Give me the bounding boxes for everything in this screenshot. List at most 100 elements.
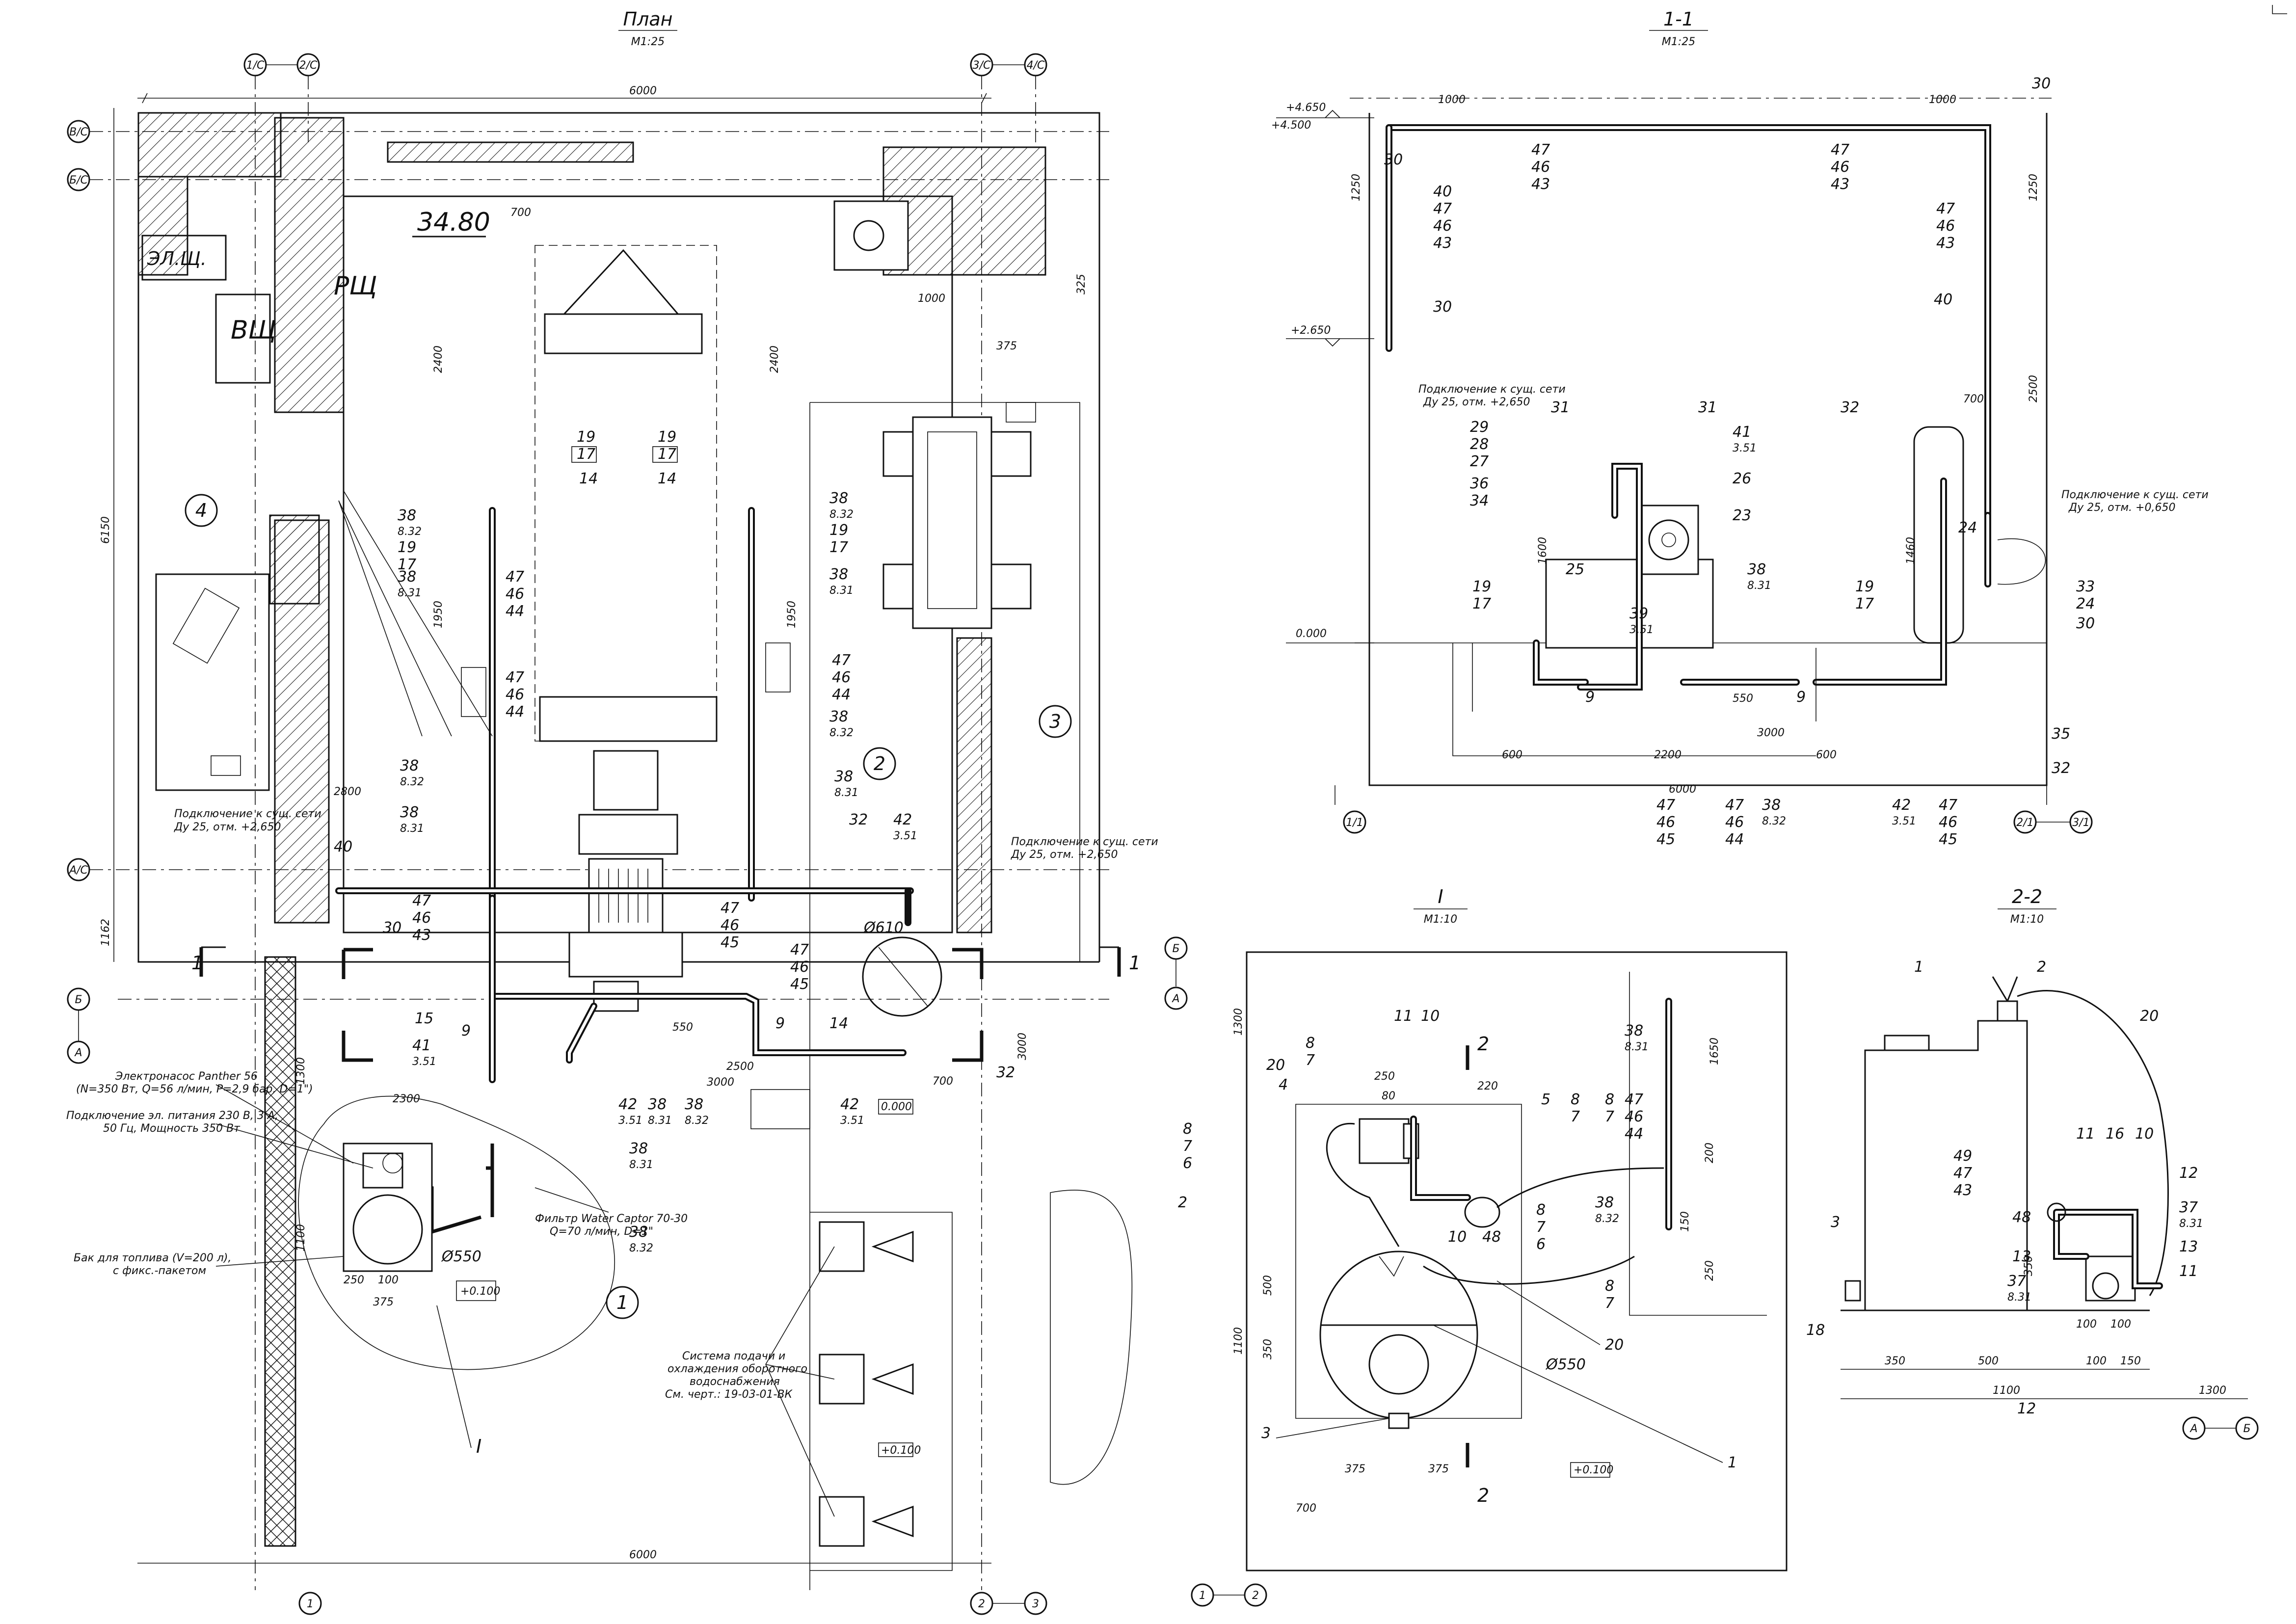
svg-text:8: 8 xyxy=(1306,1035,1315,1052)
svg-text:30: 30 xyxy=(1384,151,1403,168)
svg-text:375: 375 xyxy=(1428,1463,1449,1475)
svg-text:8.32: 8.32 xyxy=(1762,815,1786,827)
svg-text:47: 47 xyxy=(1953,1165,1972,1182)
svg-text:9: 9 xyxy=(775,1015,785,1032)
svg-text:47: 47 xyxy=(1936,200,1955,217)
section11-scale: М1:25 xyxy=(1662,36,1695,48)
svg-text:8.32: 8.32 xyxy=(685,1115,709,1127)
svg-text:46: 46 xyxy=(1656,814,1675,831)
svg-text:8.32: 8.32 xyxy=(829,508,854,521)
plan-dim-width: 6000 xyxy=(629,85,657,97)
svg-text:14: 14 xyxy=(829,1015,848,1032)
svg-text:Подключение к сущ. сети: Подключение к сущ. сети xyxy=(174,808,321,820)
svg-text:2: 2 xyxy=(978,1598,985,1610)
svg-text:20: 20 xyxy=(1605,1336,1624,1354)
section22-dimensions: 350 500 100 150 1100 1300 350 100 100 xyxy=(1841,1255,2248,1399)
svg-text:1300: 1300 xyxy=(1232,1008,1245,1036)
svg-text:14: 14 xyxy=(658,470,676,487)
svg-text:25: 25 xyxy=(1566,561,1584,578)
svg-text:150: 150 xyxy=(2120,1355,2141,1367)
svg-text:2200: 2200 xyxy=(1654,749,1682,761)
section22-axis-a: А xyxy=(2182,1416,2206,1440)
svg-text:550: 550 xyxy=(1733,692,1753,705)
svg-text:8.31: 8.31 xyxy=(829,585,854,597)
svg-text:1: 1 xyxy=(307,1598,314,1610)
svg-text:32: 32 xyxy=(1841,399,1859,416)
plan-axis-top-2: 2/С xyxy=(266,53,320,77)
plan-axis-left-vc: В/С xyxy=(67,120,90,143)
svg-text:1100: 1100 xyxy=(1232,1327,1245,1355)
svg-text:42: 42 xyxy=(893,811,912,828)
svg-text:30: 30 xyxy=(2032,75,2051,92)
plan-walls xyxy=(137,112,1046,1547)
svg-text:3.51: 3.51 xyxy=(1892,815,1916,827)
svg-text:11: 11 xyxy=(1394,1008,1413,1025)
svg-text:44: 44 xyxy=(1625,1125,1643,1143)
section11-title: 1-1 xyxy=(1663,8,1694,30)
detailI-level: +0.100 xyxy=(1574,1464,1613,1476)
svg-text:Б: Б xyxy=(2243,1423,2250,1435)
svg-text:37: 37 xyxy=(2179,1199,2198,1216)
svg-text:30: 30 xyxy=(2076,615,2095,632)
svg-text:1000: 1000 xyxy=(918,293,945,305)
svg-text:35: 35 xyxy=(2052,725,2070,743)
svg-text:13: 13 xyxy=(2012,1248,2031,1265)
svg-text:37: 37 xyxy=(2007,1273,2026,1290)
test-stand xyxy=(534,245,718,1012)
svg-text:47: 47 xyxy=(1725,797,1744,814)
svg-text:8.32: 8.32 xyxy=(1595,1213,1619,1225)
svg-text:охлаждения оборотного: охлаждения оборотного xyxy=(667,1363,807,1375)
plan-room-outline xyxy=(137,112,1100,963)
svg-text:49: 49 xyxy=(1953,1147,1972,1165)
svg-text:20: 20 xyxy=(1266,1057,1285,1074)
svg-text:+4.650: +4.650 xyxy=(1286,102,1326,114)
svg-text:3/1: 3/1 xyxy=(2072,817,2089,829)
svg-text:См. черт.: 19-03-01-ВК: См. черт.: 19-03-01-ВК xyxy=(665,1388,793,1401)
plan-axis-left-ac: А/С xyxy=(67,858,90,881)
section11-room xyxy=(1368,113,2048,786)
svg-text:38: 38 xyxy=(398,568,416,586)
svg-text:1950: 1950 xyxy=(432,601,445,628)
svg-text:47: 47 xyxy=(721,900,739,917)
svg-text:47: 47 xyxy=(832,652,851,669)
svg-text:1: 1 xyxy=(1728,1454,1737,1471)
svg-text:3000: 3000 xyxy=(1016,1033,1029,1060)
svg-text:46: 46 xyxy=(506,686,524,703)
svg-text:19: 19 xyxy=(658,428,676,446)
svg-text:50 Гц, Мощность 350 Вт: 50 Гц, Мощность 350 Вт xyxy=(103,1122,240,1135)
svg-text:3000: 3000 xyxy=(707,1076,734,1089)
separator-diameter: Ø610 xyxy=(863,919,904,936)
plan-axis-left-a: А xyxy=(67,1040,90,1064)
svg-text:38: 38 xyxy=(400,757,419,774)
svg-text:1250: 1250 xyxy=(1350,174,1362,201)
svg-text:1950: 1950 xyxy=(786,601,798,628)
svg-text:38: 38 xyxy=(1595,1194,1614,1211)
plan-axis-bottom-2: 2 xyxy=(970,1592,993,1615)
svg-text:6: 6 xyxy=(1183,1155,1192,1172)
svg-text:46: 46 xyxy=(790,958,809,976)
svg-text:40: 40 xyxy=(334,838,352,855)
svg-text:7: 7 xyxy=(1605,1295,1614,1312)
plan-level-zero: 0.000 xyxy=(881,1101,912,1113)
svg-text:8.31: 8.31 xyxy=(1747,580,1771,592)
svg-text:14: 14 xyxy=(579,470,598,487)
svg-text:44: 44 xyxy=(832,686,851,703)
svg-text:38: 38 xyxy=(398,507,416,524)
detailI-section-bottom: 2 xyxy=(1477,1485,1489,1506)
svg-text:29: 29 xyxy=(1470,419,1489,436)
svg-text:1300: 1300 xyxy=(2199,1384,2226,1397)
svg-text:38: 38 xyxy=(629,1224,648,1241)
plan-axis-left-b: Б xyxy=(67,987,90,1041)
svg-text:2/С: 2/С xyxy=(299,59,318,72)
svg-text:6: 6 xyxy=(1536,1236,1546,1253)
plan-notes: Подключение к сущ. сети Ду 25, отм. +2,6… xyxy=(66,808,1158,1401)
svg-text:1250: 1250 xyxy=(2028,174,2040,201)
plan-tags: 19 17 19 17 14 14 38 8.32 19 17 38 8.31 … xyxy=(334,428,1015,1254)
svg-text:45: 45 xyxy=(1656,831,1675,848)
svg-text:36: 36 xyxy=(1470,475,1489,492)
svg-text:100: 100 xyxy=(378,1274,399,1286)
svg-text:17: 17 xyxy=(577,446,595,463)
svg-text:45: 45 xyxy=(721,934,739,951)
svg-text:2800: 2800 xyxy=(334,786,361,798)
section22-axis-b: Б xyxy=(2205,1416,2259,1440)
